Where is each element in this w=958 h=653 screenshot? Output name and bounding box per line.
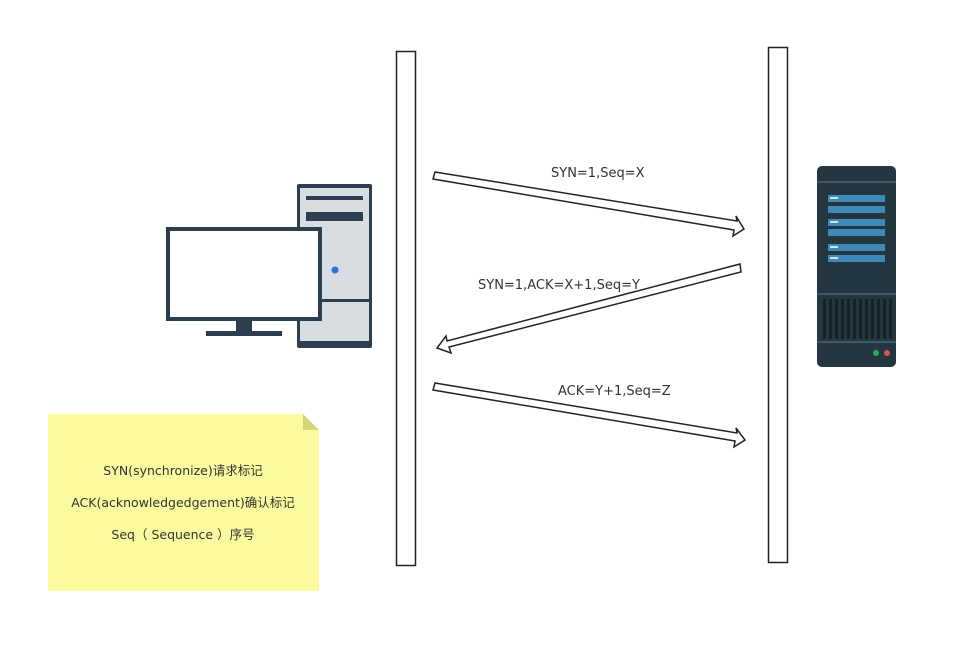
server-lifeline [767, 46, 789, 564]
ack-message-label: ACK=Y+1,Seq=Z [558, 384, 671, 399]
note-line-ack: ACK(acknowledgedgement)确认标记 [71, 495, 295, 510]
note-line-syn: SYN(synchronize)请求标记 [103, 463, 263, 478]
syn-arrow [432, 171, 746, 238]
legend-note: SYN(synchronize)请求标记 ACK(acknowledgedgem… [48, 414, 319, 591]
note-line-seq: Seq（ Sequence ）序号 [111, 527, 254, 542]
syn-message-label: SYN=1,Seq=X [551, 166, 645, 181]
client-lifeline [395, 50, 417, 567]
syn-ack-message-label: SYN=1,ACK=X+1,Seq=Y [478, 278, 640, 293]
desktop-computer-icon [166, 184, 372, 348]
syn-ack-arrow [435, 263, 742, 355]
server-rack-icon [817, 166, 896, 367]
ack-arrow [432, 382, 747, 449]
